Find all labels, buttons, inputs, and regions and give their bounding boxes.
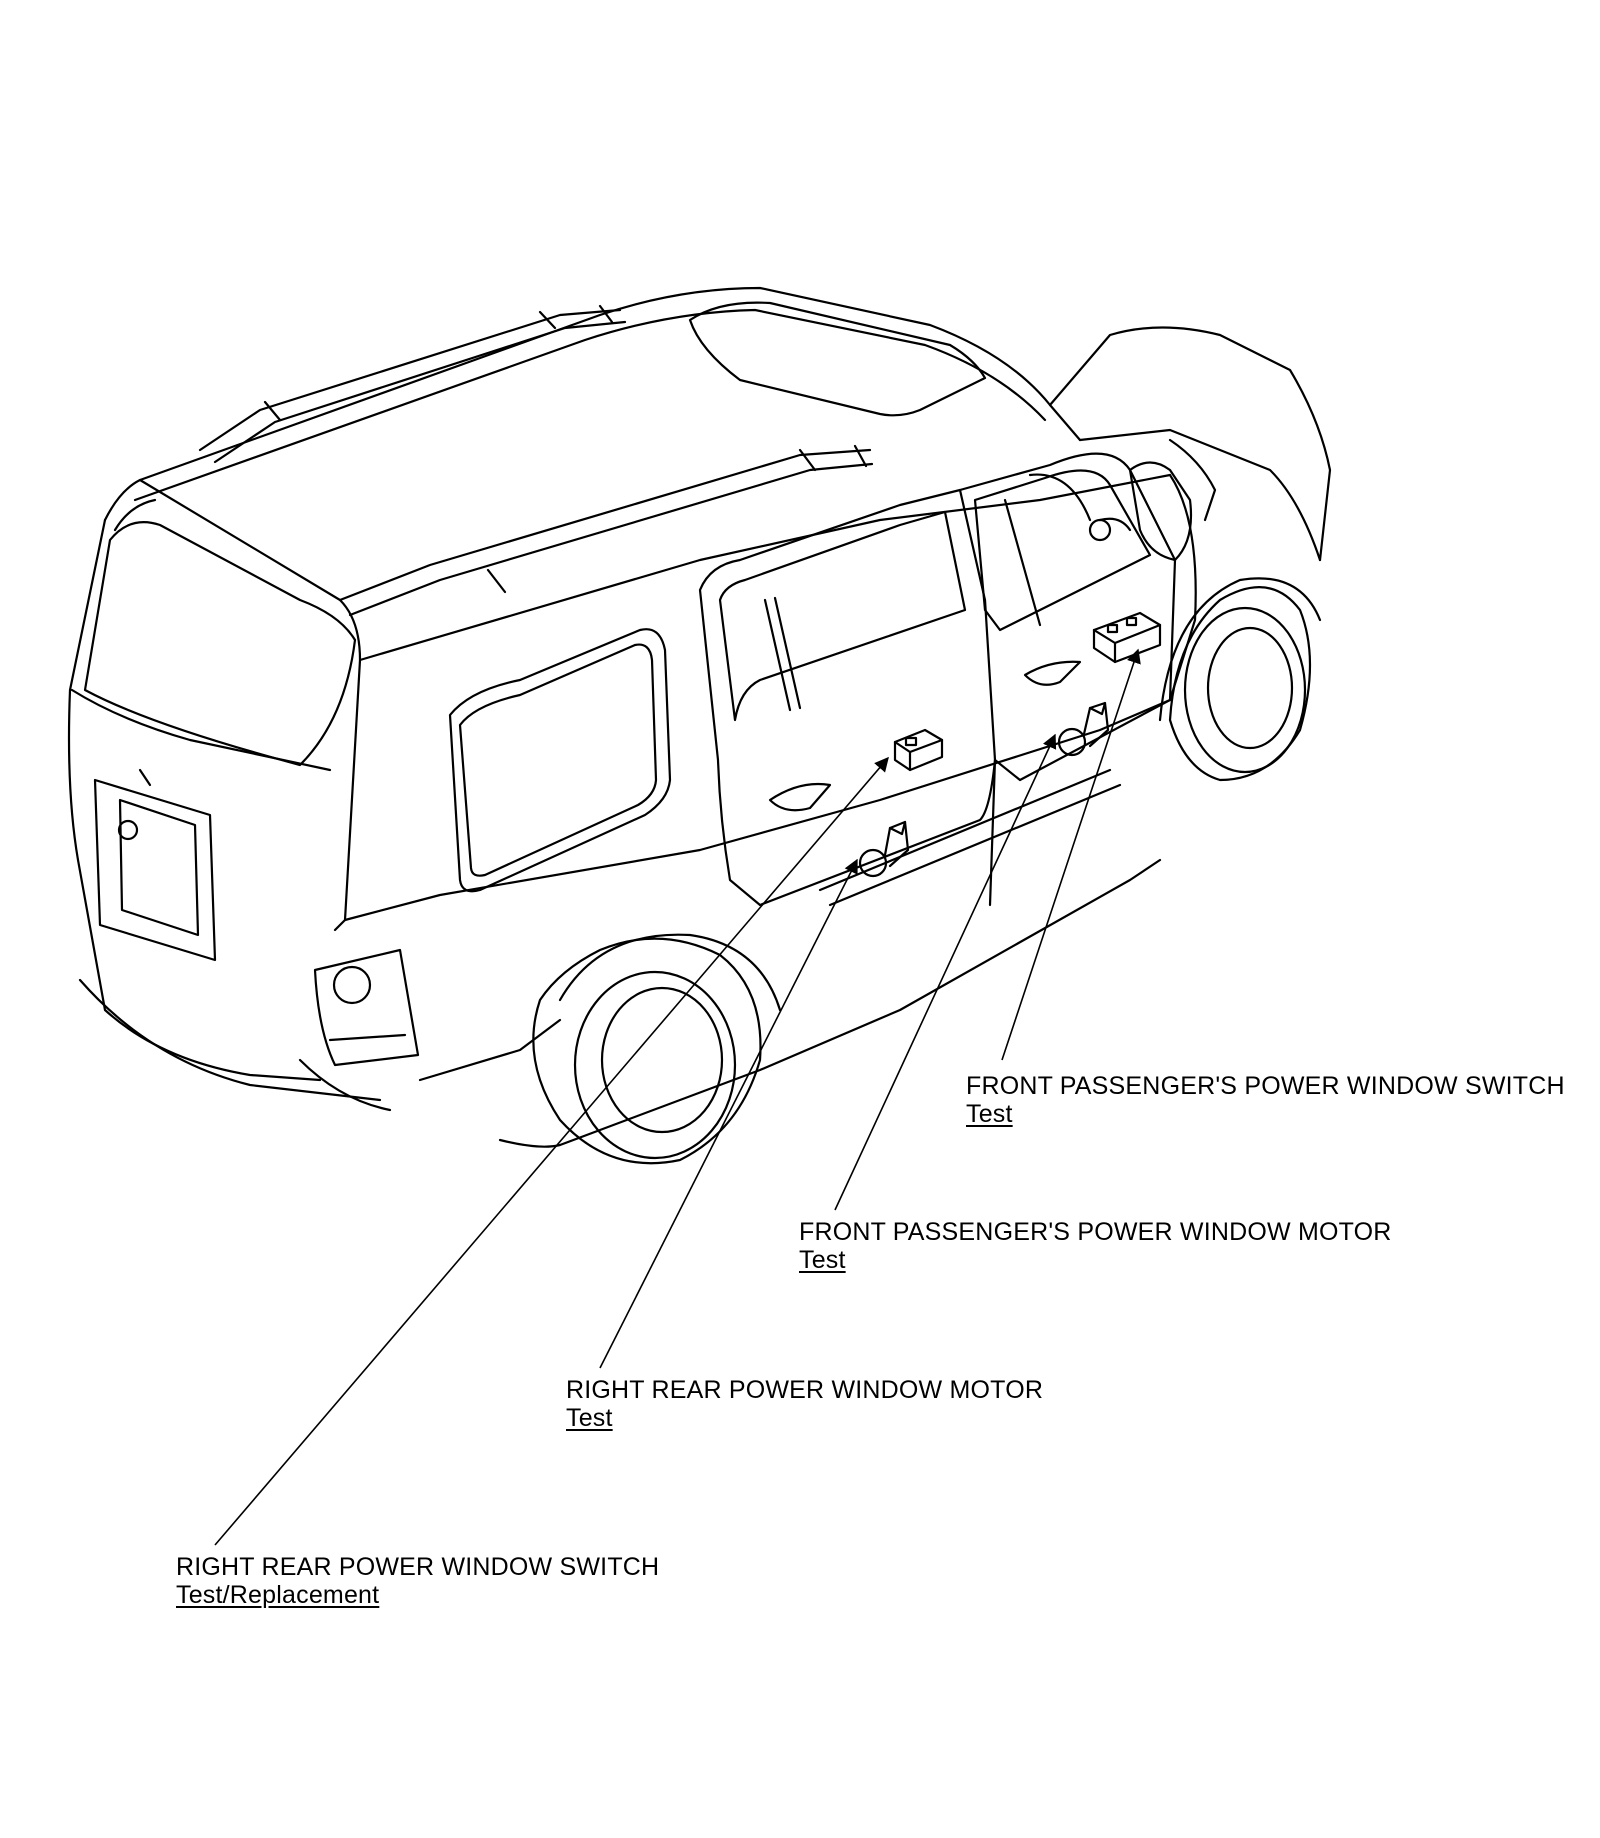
leader-line-right-rear-motor [599,858,858,1369]
right-rear-power-window-motor [858,820,910,878]
leader-line-front-passenger-switch [1001,648,1141,1061]
front-passenger-power-window-switch [1092,611,1162,664]
test-link[interactable]: Test [799,1246,846,1274]
right-rear-power-window-switch [893,728,944,772]
callout-right-rear-motor: RIGHT REAR POWER WINDOW MOTOR Test [566,1376,1043,1432]
vehicle-body [67,286,1332,1148]
callout-title: FRONT PASSENGER'S POWER WINDOW MOTOR [799,1218,1392,1246]
callout-title: RIGHT REAR POWER WINDOW SWITCH [176,1553,660,1581]
test-link[interactable]: Test [566,1404,613,1432]
front-wheel [1158,577,1322,782]
callout-title: RIGHT REAR POWER WINDOW MOTOR [566,1376,1044,1404]
leader-line-front-passenger-motor [834,733,1057,1211]
callout-title: FRONT PASSENGER'S POWER WINDOW SWITCH [966,1072,1565,1100]
callout-front-passenger-motor: FRONT PASSENGER'S POWER WINDOW MOTOR Tes… [799,1218,1392,1274]
callout-right-rear-switch: RIGHT REAR POWER WINDOW SWITCH Test/Repl… [176,1553,659,1609]
leader-line-right-rear-switch [214,756,889,1546]
front-passenger-power-window-motor [1057,701,1110,757]
test-link[interactable]: Test [966,1100,1013,1128]
test-replacement-link[interactable]: Test/Replacement [176,1581,380,1609]
callout-front-passenger-switch: FRONT PASSENGER'S POWER WINDOW SWITCH Te… [966,1072,1565,1128]
rear-wheel [532,933,782,1165]
